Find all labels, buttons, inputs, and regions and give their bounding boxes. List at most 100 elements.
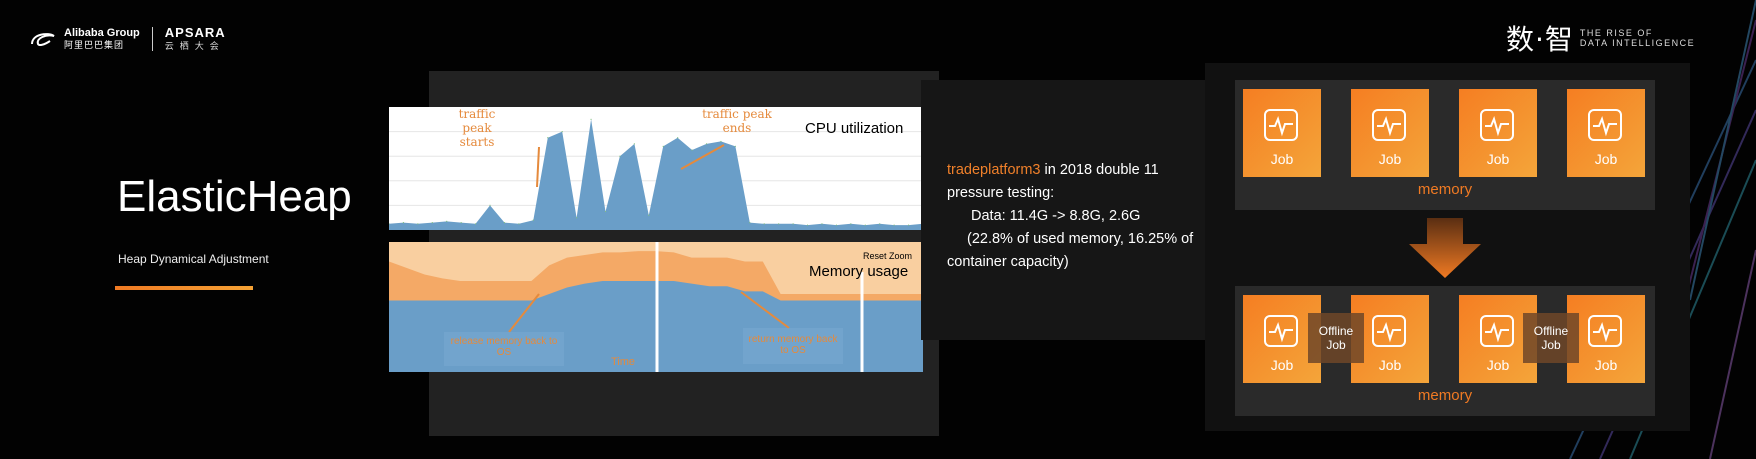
description-line3: Data: 11.4G -> 8.8G, 2.6G xyxy=(971,208,1141,224)
brand-divider xyxy=(151,27,153,51)
cpu-data-point xyxy=(778,223,780,225)
job-label: Job xyxy=(1594,151,1618,167)
cpu-series-area xyxy=(389,119,923,230)
monitor-pulse-icon xyxy=(1372,109,1406,141)
offline-job-label-1: Offline xyxy=(1533,324,1569,338)
cpu-data-point xyxy=(604,210,607,213)
cpu-data-point xyxy=(907,224,910,226)
cpu-data-point xyxy=(893,224,895,226)
cpu-data-point xyxy=(677,137,679,139)
cpu-data-point xyxy=(446,220,448,222)
monitor-pulse-icon xyxy=(1372,315,1406,347)
job-label: Job xyxy=(1486,357,1510,373)
cpu-data-point xyxy=(431,222,433,224)
cpu-data-point xyxy=(489,204,491,206)
memory-label-bottom: memory xyxy=(1417,387,1473,404)
monitor-pulse-icon xyxy=(1480,109,1514,141)
alibaba-swirl-icon xyxy=(31,33,55,46)
cpu-annotation-arrow xyxy=(536,146,540,188)
memory-chart: Reset Zoom Memory usage release memory b… xyxy=(389,242,923,372)
job-box: Job xyxy=(1567,89,1645,177)
title-underline xyxy=(115,286,253,290)
cpu-data-point xyxy=(749,222,751,224)
cpu-annotation-end-line2: ends xyxy=(722,121,752,135)
cpu-data-point xyxy=(503,222,506,224)
logo-en-text: THE RISE OF DATA INTELLIGENCE xyxy=(1580,28,1695,48)
cpu-data-point xyxy=(720,140,722,143)
job-box: Job xyxy=(1459,295,1537,383)
cpu-data-point xyxy=(806,224,809,226)
cpu-data-point xyxy=(662,145,664,147)
cpu-data-point xyxy=(835,224,838,226)
job-box: Job xyxy=(1459,89,1537,177)
apsara-cn: 云栖大会 xyxy=(164,41,225,51)
cpu-data-point xyxy=(532,219,534,221)
memory-label-top: memory xyxy=(1417,181,1473,198)
logo-cn-text: 数·智 xyxy=(1506,23,1574,56)
offline-job-label-1: Offline xyxy=(1318,324,1354,338)
reset-zoom-button[interactable]: Reset Zoom xyxy=(863,251,913,261)
cpu-data-point xyxy=(474,223,477,225)
alibaba-group-cn: 阿里巴巴集团 xyxy=(64,40,125,50)
cpu-annotation-start: traffic peak starts xyxy=(447,107,507,149)
job-label: Job xyxy=(1270,151,1294,167)
job-label: Job xyxy=(1378,151,1402,167)
down-arrow-icon xyxy=(1409,218,1481,278)
job-label: Job xyxy=(1378,357,1402,373)
memory-diagram: Job Job Job Job memory Job Job Job Job O… xyxy=(1205,63,1690,431)
cpu-annotation-start-line2: starts xyxy=(459,135,495,149)
memory-annotation-right: return memory back to OS xyxy=(743,328,843,364)
cpu-annotation-start-line1: traffic peak xyxy=(458,107,496,135)
cpu-data-point xyxy=(691,149,693,151)
cpu-annotation-end: traffic peak ends xyxy=(697,107,777,135)
job-box: Job xyxy=(1567,295,1645,383)
logo-en-line2: DATA INTELLIGENCE xyxy=(1579,38,1696,48)
memory-annotation-arrow xyxy=(740,291,790,329)
cpu-data-point xyxy=(518,223,520,225)
cpu-data-point xyxy=(821,223,823,225)
cpu-data-point xyxy=(402,222,405,224)
data-intelligence-logo: 数·智 THE RISE OF DATA INTELLIGENCE xyxy=(1506,22,1746,56)
cpu-data-point xyxy=(590,118,592,120)
cpu-data-point xyxy=(389,223,390,225)
monitor-pulse-icon xyxy=(1588,109,1622,141)
cpu-data-point xyxy=(864,224,866,226)
cpu-data-point xyxy=(460,222,462,224)
cpu-chart: CPU utilization traffic peak starts traf… xyxy=(389,107,923,230)
page-title: ElasticHeap xyxy=(117,172,352,221)
cpu-data-point xyxy=(648,214,650,216)
cpu-annotation-end-line1: traffic peak xyxy=(702,107,772,121)
monitor-pulse-icon xyxy=(1264,109,1298,141)
memory-annotation-arrow xyxy=(508,293,540,333)
monitor-pulse-icon xyxy=(1264,315,1298,347)
memory-chart-title: Memory usage xyxy=(809,263,909,280)
job-box: Job xyxy=(1243,89,1321,177)
description-line5: container capacity) xyxy=(947,254,1069,270)
logo-en-line1: THE RISE OF xyxy=(1579,28,1653,38)
cpu-data-point xyxy=(619,155,621,157)
description-line2: pressure testing: xyxy=(947,185,1055,201)
monitor-pulse-icon xyxy=(1588,315,1622,347)
apsara-logo: APSARA 云栖大会 xyxy=(165,26,226,52)
cpu-annotation-arrow xyxy=(680,144,725,170)
alibaba-group-label: Alibaba Group xyxy=(64,27,140,39)
description-line1-rest: in 2018 double 11 xyxy=(1040,162,1159,178)
offline-job-label-2: Job xyxy=(1326,338,1346,352)
cpu-data-point xyxy=(792,223,794,225)
cpu-chart-svg xyxy=(389,118,923,230)
cpu-data-point xyxy=(705,143,708,145)
highlight-service-name: tradeplatform3 xyxy=(947,162,1041,178)
cpu-data-point xyxy=(576,217,578,219)
cpu-data-point xyxy=(763,223,765,225)
cpu-data-point xyxy=(547,137,549,139)
apsara-label: APSARA xyxy=(164,25,226,40)
job-label: Job xyxy=(1486,151,1510,167)
offline-job-label-2: Job xyxy=(1541,338,1561,352)
cpu-data-point xyxy=(879,223,881,225)
memory-annotation-left: release memory back to OS xyxy=(444,332,564,366)
page-subtitle: Heap Dynamical Adjustment xyxy=(118,252,269,266)
cpu-data-point xyxy=(734,145,736,147)
job-box: Job xyxy=(1351,295,1429,383)
